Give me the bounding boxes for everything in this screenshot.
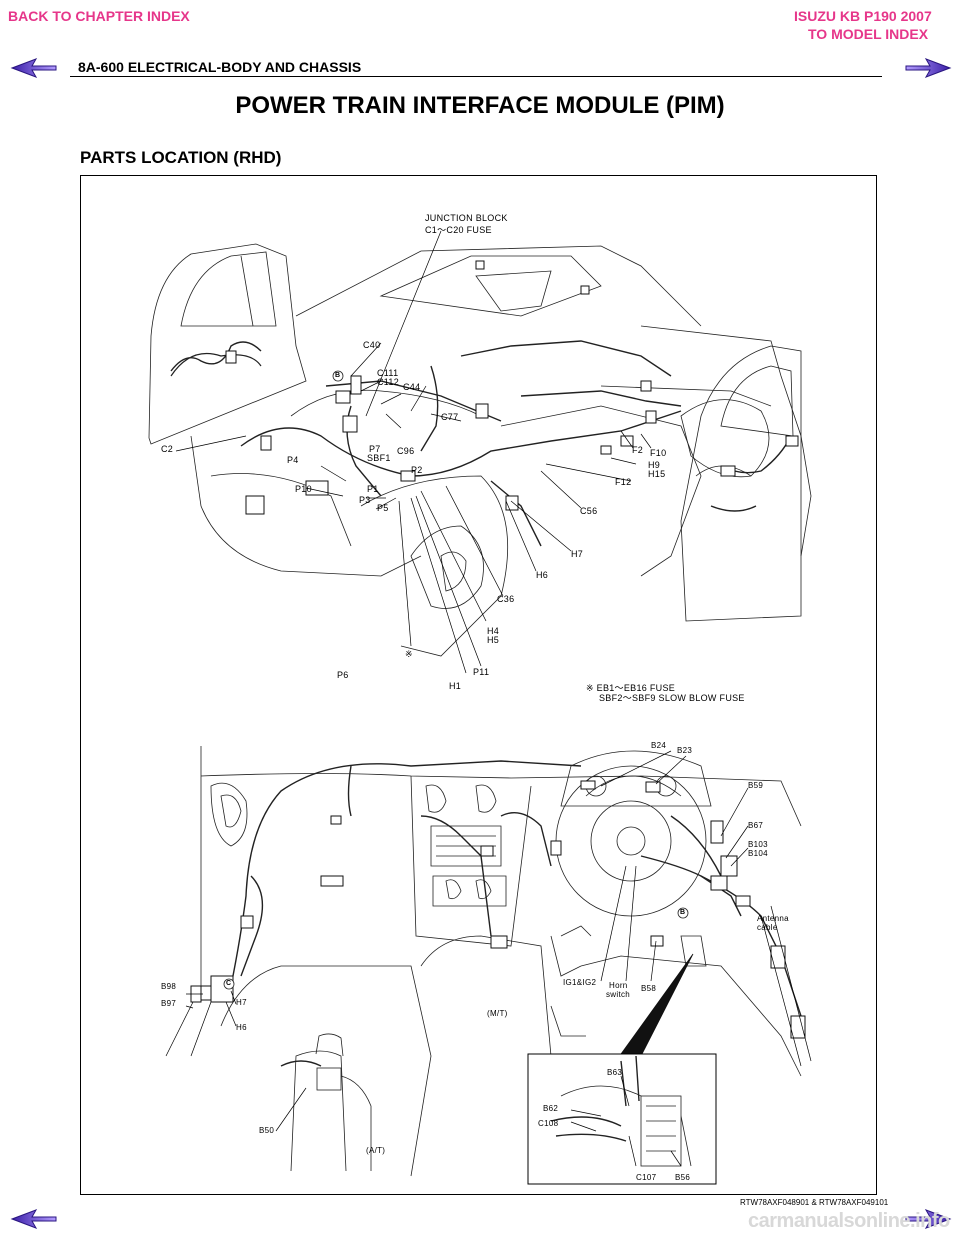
label-b56: B56: [675, 1173, 691, 1182]
label-f12: F12: [615, 477, 632, 487]
label-b50: B50: [259, 1126, 275, 1135]
page-title: POWER TRAIN INTERFACE MODULE (PIM): [235, 92, 725, 119]
label-f2: F2: [632, 445, 644, 455]
label-h1: H1: [449, 681, 462, 691]
label-horn: Horn: [609, 981, 628, 990]
next-page-arrow-icon[interactable]: [904, 57, 952, 79]
section-header: 8A-600 ELECTRICAL-BODY AND CHASSIS: [78, 59, 361, 75]
label-horn-switch: switch: [606, 990, 631, 999]
marker-c: C: [226, 980, 232, 987]
label-h5: H5: [487, 635, 500, 645]
label-c44: C44: [403, 382, 421, 392]
label-at: (A/T): [366, 1146, 386, 1155]
label-h7-top: H7: [571, 549, 584, 559]
label-b62: B62: [543, 1104, 559, 1113]
label-p4: P4: [287, 455, 299, 465]
label-p11: P11: [473, 667, 490, 677]
label-h4: H4: [487, 626, 500, 636]
label-p2: P2: [411, 465, 423, 475]
label-p6: P6: [337, 670, 349, 680]
label-c2: C2: [161, 444, 174, 454]
label-b24: B24: [651, 741, 667, 750]
label-antenna: Antenna: [757, 914, 789, 923]
label-p3: P3: [359, 495, 371, 505]
label-h7-bottom: H7: [236, 998, 247, 1007]
model-name-link[interactable]: ISUZU KB P190 2007: [794, 8, 932, 24]
label-p10: P10: [295, 484, 312, 494]
label-h15: H15: [648, 469, 666, 479]
label-b59: B59: [748, 781, 764, 790]
vehicle-wiring-illustration: [148, 230, 812, 1185]
fuse-note-line1: ※ EB1～EB16 FUSE: [586, 683, 676, 693]
label-c77: C77: [441, 412, 459, 422]
label-h9: H9: [648, 460, 661, 470]
label-b63: B63: [607, 1068, 623, 1077]
label-b98: B98: [161, 982, 177, 991]
next-page-bottom-arrow-icon[interactable]: [904, 1208, 952, 1230]
previous-page-bottom-arrow-icon[interactable]: [10, 1208, 58, 1230]
section-code: 8A-600: [78, 59, 124, 75]
parts-location-figure: JUNCTION BLOCK C1～C20 FUSE C40 C111 C112…: [80, 175, 877, 1195]
header-rule: [70, 76, 882, 77]
label-antenna-cable: cable: [757, 923, 778, 932]
watermark-text: carmanualsonline.info: [748, 1210, 950, 1232]
label-p5: P5: [377, 503, 389, 513]
back-to-chapter-index-link[interactable]: BACK TO CHAPTER INDEX: [8, 8, 190, 24]
label-ig1-ig2: IG1&IG2: [563, 978, 597, 987]
label-p7: P7: [369, 444, 381, 454]
label-h6-top: H6: [536, 570, 549, 580]
label-c111: C111: [377, 368, 399, 378]
marker-b-top: B: [335, 372, 341, 379]
label-b23: B23: [677, 746, 693, 755]
label-c108: C108: [538, 1119, 559, 1128]
label-c56: C56: [580, 506, 598, 516]
label-h6-bottom: H6: [236, 1023, 247, 1032]
previous-page-arrow-icon[interactable]: [10, 57, 58, 79]
marker-b-bottom: B: [680, 909, 686, 916]
label-mt: (M/T): [487, 1009, 508, 1018]
label-junction-block: JUNCTION BLOCK: [425, 213, 508, 223]
page-subtitle: PARTS LOCATION (RHD): [80, 148, 282, 167]
label-ref-mark: ※: [405, 649, 413, 659]
label-c36: C36: [497, 594, 515, 604]
figure-reference-code: RTW78AXF048901 & RTW78AXF049101: [740, 1198, 889, 1207]
label-b67: B67: [748, 821, 764, 830]
label-f10: F10: [650, 448, 667, 458]
label-p1: P1: [367, 484, 379, 494]
label-c96: C96: [397, 446, 415, 456]
label-b104: B104: [748, 849, 768, 858]
label-b103: B103: [748, 840, 768, 849]
label-b58: B58: [641, 984, 657, 993]
label-b97: B97: [161, 999, 177, 1008]
label-c112: C112: [377, 377, 400, 387]
to-model-index-link[interactable]: TO MODEL INDEX: [808, 26, 929, 42]
section-title: ELECTRICAL-BODY AND CHASSIS: [127, 59, 362, 75]
label-junction-fuse: C1～C20 FUSE: [425, 225, 492, 235]
label-c40: C40: [363, 340, 381, 350]
label-c107: C107: [636, 1173, 657, 1182]
fuse-note-line2: SBF2～SBF9 SLOW BLOW FUSE: [599, 693, 745, 703]
label-sbf1: SBF1: [367, 453, 391, 463]
